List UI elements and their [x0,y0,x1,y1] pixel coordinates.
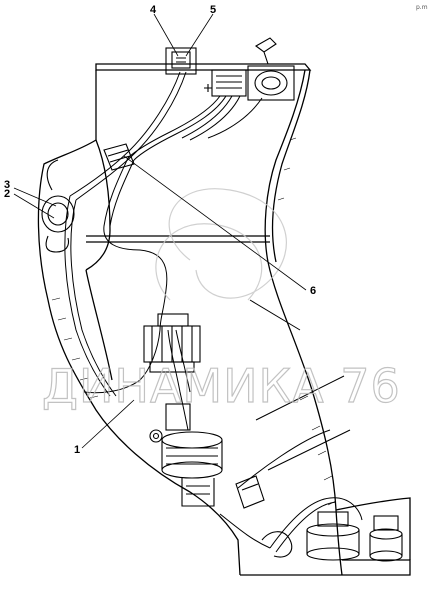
left-round-connector [41,159,75,253]
wiring-harness [64,71,363,553]
callouts: 4 5 3 2 6 1 [4,4,316,456]
callout-4: 4 [150,4,157,16]
watermark: ДИНАМИКА 76 [41,188,401,414]
leader-lines [13,13,307,449]
panel-outline [37,63,411,576]
shading [51,137,337,506]
watermark-text: ДИНАМИКА 76 [42,359,401,413]
callout-2: 2 [4,188,10,200]
side-plug-connector [235,475,265,509]
bottom-sockets [261,511,403,562]
callout-6: 6 [310,285,316,297]
callout-1: 1 [74,444,80,456]
lower-round-connector [149,403,223,507]
callout-5: 5 [210,4,216,16]
middle-plug [103,143,135,171]
corner-mark: p.m [416,4,428,11]
centre-connector-stack [143,313,201,373]
callout-3: 3 [4,179,10,191]
top-switch-block [165,37,295,101]
